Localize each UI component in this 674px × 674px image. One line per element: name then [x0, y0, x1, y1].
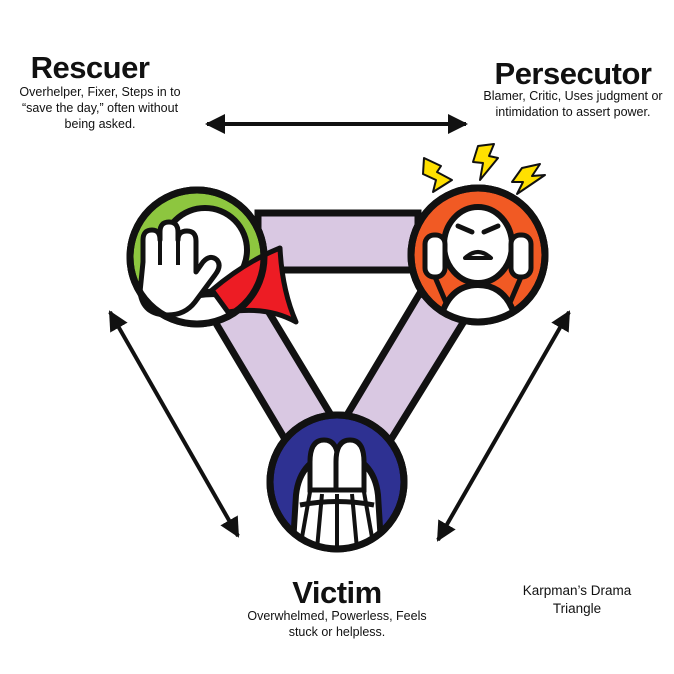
persecutor-title: Persecutor — [494, 56, 652, 91]
lightning-bolt-icon — [472, 143, 499, 181]
victim-hugging-knees-icon — [288, 437, 386, 549]
victim-title: Victim — [292, 575, 382, 610]
double-arrow-icon — [436, 310, 571, 542]
persecutor-node — [407, 143, 549, 326]
lightning-bolt-icon — [422, 157, 453, 193]
rescuer-node — [126, 186, 299, 328]
persecutor-description: Blamer, Critic, Uses judgment or intimid… — [483, 89, 663, 119]
rescuer-hand-icon — [137, 219, 222, 318]
victim-node — [266, 411, 408, 553]
victim-description: Overwhelmed, Powerless, Feels stuck or h… — [247, 609, 427, 639]
rescuer-title: Rescuer — [30, 50, 150, 85]
double-arrow-icon — [108, 310, 240, 538]
lightning-bolt-icon — [511, 163, 546, 195]
rescuer-cape-icon — [209, 245, 299, 325]
diagram-caption: Karpman’s Drama Triangle — [522, 583, 632, 616]
rescuer-description: Overhelper, Fixer, Steps in to “save the… — [19, 85, 181, 131]
